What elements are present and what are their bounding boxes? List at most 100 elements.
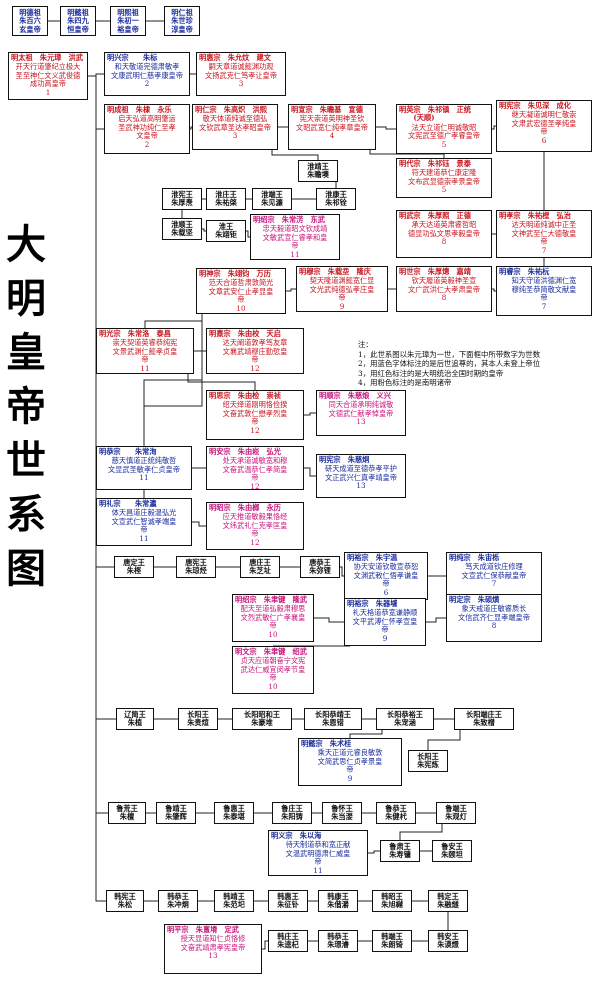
node-name: 淮康王 朱祁铨	[325, 190, 347, 208]
node-header: 明定宗 朱硕熿	[449, 595, 500, 604]
node-generation: 4	[329, 131, 335, 141]
node-generation: 12	[250, 537, 260, 547]
node-header: 明思宗 朱由检 崇祯	[209, 391, 281, 400]
node-generation: 3	[238, 79, 244, 89]
node-name: 鲁荒王 朱檀	[116, 804, 138, 822]
node-changyanggongyu: 长阳恭裕王 朱宠涵	[376, 708, 434, 730]
node-generation: 2	[144, 139, 150, 149]
node-generation: 13	[356, 481, 366, 491]
node-name: 明熙祖 朱初一 裕皇帝	[117, 8, 139, 34]
node-lujing2: 鲁靖王 朱肇辉	[156, 802, 196, 824]
node-xizu: 明熙祖 朱初一 裕皇帝	[110, 6, 146, 36]
node-hankang: 韩康王 朱偕灂	[318, 890, 358, 912]
node-huaixian: 淮宪王 朱厚焘	[162, 188, 202, 210]
node-header: 明代宗 朱祁钰 景泰	[399, 159, 471, 168]
node-header: 明裕宗 朱器墭	[347, 599, 398, 608]
node-name: 淮靖王 朱瞻墺	[307, 162, 329, 180]
node-header: 明熹宗 朱由校 天启	[209, 329, 281, 338]
edge-muzong-shenzong	[286, 288, 296, 292]
node-hanzhao: 韩昭王 朱旭樾	[372, 890, 412, 912]
node-header: 明兴宗 朱标	[107, 53, 158, 62]
node-luan: 鲁安王 朱颐坦	[432, 840, 472, 862]
node-header: 明恭宗 朱常洵	[99, 447, 157, 456]
node-changyangduanzhuang: 长阳端庄王 朱致橧	[454, 708, 514, 730]
node-posthumous-title: 同天合道承明纯诚敬 文德武仁献孝悼皇帝	[328, 400, 394, 418]
node-posthumous-title: 体天昌道庄毅温弘光 文宣武仁智诚孝端皇 帝	[111, 508, 177, 535]
node-name: 淮王 朱翊钜	[215, 222, 237, 240]
node-header: 明绍宗 朱聿键 隆武	[235, 595, 307, 604]
node-luhui2: 鲁怀王 朱当漤	[322, 802, 362, 824]
node-name: 淮顺王 朱载坚	[171, 220, 193, 238]
node-name: 唐恭王 朱弥锂	[309, 558, 331, 576]
node-changyanggongjing: 长阳恭靖王 朱恩错	[304, 708, 362, 730]
node-generation: 11	[290, 249, 300, 259]
node-generation: 5	[441, 185, 447, 195]
node-header: 明绍宗 朱常淓 东武	[253, 215, 325, 224]
node-posthumous-title: 范天合道哲肃敦简光 文章武安仁止孝显皇 帝	[208, 278, 274, 305]
node-generation: 9	[382, 633, 388, 643]
node-posthumous-title: 敬天体道纯诚至德弘 文钦武章圣达孝昭皇帝	[199, 114, 271, 132]
node-generation: 10	[268, 681, 278, 691]
node-lujing: 鲁荒王 朱檀	[108, 802, 146, 824]
node-header: 明昭宗 朱由榔 永历	[209, 503, 281, 512]
node-generation: 11	[139, 473, 149, 483]
edge-anzong-xianzong2	[304, 467, 316, 477]
node-name: 鲁安王 朱颐坦	[441, 842, 463, 860]
node-header: 明成祖 朱棣 永乐	[107, 105, 172, 114]
node-generation: 8	[491, 621, 497, 631]
node-hanzhuang: 韩庄王 朱逵杞	[268, 930, 308, 952]
node-name: 韩端王 朱朗锜	[381, 932, 403, 950]
node-header: 明世宗 朱厚熜 嘉靖	[399, 267, 471, 276]
node-name: 长阳昭和王 朱豪堆	[244, 710, 280, 728]
node-posthumous-title: 达天明道纯诚中正圣 文神武至仁大德敬皇 帝	[511, 220, 577, 247]
node-dezu: 明德祖 朱百六 玄皇帝	[12, 6, 48, 36]
node-generation: 12	[250, 481, 260, 490]
node-header: 明宪宗 朱慈炯	[319, 455, 370, 464]
node-name: 唐宪王 朱琼烃	[185, 558, 207, 576]
node-header: 明光宗 朱常洛 泰昌	[99, 329, 171, 338]
node-name: 明懿祖 朱四九 恒皇帝	[67, 8, 89, 34]
node-header: 明惠宗 朱允炆 建文	[199, 53, 271, 62]
edge-huaishun-huaiwang	[202, 228, 206, 232]
node-header: 明顺宗 朱慈烺 义兴	[319, 391, 391, 400]
node-posthumous-title: 宪天崇道英明神圣钦 文昭武宽仁纯孝章皇帝	[296, 114, 368, 132]
node-renzu: 明仁祖 朱世珍 淳皇帝	[164, 6, 200, 36]
node-posthumous-title: 崇天契道英睿恭纯宪 文景武渊仁懿孝贞皇 帝	[112, 338, 178, 365]
node-header: 明裕宗 朱宇温	[347, 553, 398, 562]
edge-changyangduanzhuang-changyangwang	[427, 730, 461, 750]
node-posthumous-title: 承天达道英肃睿哲昭 德显功弘文思孝毅皇帝	[408, 220, 480, 238]
node-huaiwang: 淮王 朱翊钜	[206, 220, 246, 242]
node-header: 明睿宗 朱祐杬	[499, 267, 550, 276]
node-generation: 9	[339, 301, 345, 311]
node-liaojian: 辽简王 朱植	[116, 708, 154, 730]
node-name: 韩康王 朱偕灂	[327, 892, 349, 910]
chart-title: 大明皇帝世系图	[6, 221, 46, 592]
node-header: 明纯宗 朱宙栎	[449, 553, 500, 562]
node-name: 韩定王 朱融燧	[437, 892, 459, 910]
node-hangong2: 韩恭王 朱璟濬	[318, 930, 358, 952]
node-posthumous-title: 继天凝道诚明仁敬崇 文肃武宏德圣孝纯皇 帝	[511, 110, 577, 137]
node-generation: 1	[45, 87, 51, 97]
node-posthumous-title: 礼天格道恭宽谦静顺 文平武溥仁怀孝宣皇 帝	[352, 608, 418, 635]
edge-yingzong-xianzong	[492, 125, 496, 130]
node-name: 淮宪王 朱厚焘	[171, 190, 193, 208]
node-posthumous-title: 配天至道弘毅肃穆思 文烈武敏仁广孝襄皇 帝	[240, 604, 306, 631]
edge-huaiwang-shaozong	[246, 230, 250, 238]
node-name: 辽简王 朱植	[124, 710, 146, 728]
edge-luduan-lusu	[399, 824, 443, 840]
node-generation: 12	[250, 363, 260, 373]
